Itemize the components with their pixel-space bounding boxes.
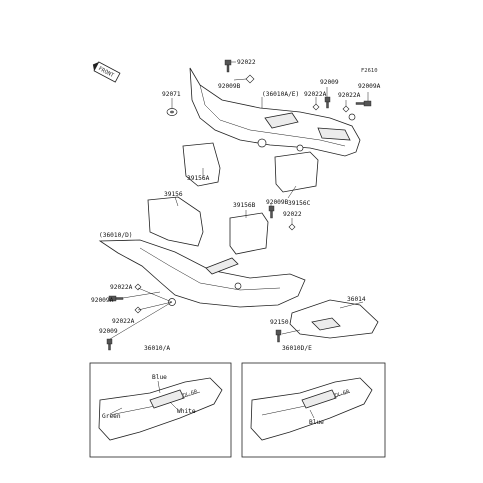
right-washer-a: [312, 103, 320, 111]
label-92150: 92150: [270, 319, 289, 326]
label-39156c: 39156C: [288, 200, 311, 207]
color-blue-left: Blue: [152, 374, 167, 381]
figure-code: F2610: [361, 68, 378, 74]
variant-box-left: ZX-6R Blue White Green: [89, 362, 232, 458]
label-92009-left: 92009: [99, 328, 118, 335]
right-bolt-b: [355, 100, 372, 107]
pad-39156a: [182, 142, 221, 187]
label-39156: 39156: [164, 191, 183, 198]
pad-39156c: [274, 151, 319, 193]
color-white-left: White: [177, 408, 196, 415]
part-labels: 92022 92009B (36010A/E) 92009 92022A 920…: [91, 59, 381, 352]
variant-box-right: ZX-6R Blue: [241, 362, 386, 458]
decal-left: ZX-6R: [181, 389, 199, 400]
mid-bolt: [268, 205, 275, 219]
pad-39156b: [229, 212, 269, 255]
label-39156a: 39156A: [187, 175, 210, 182]
top-bolt: [224, 59, 232, 73]
color-green-left: Green: [102, 413, 121, 420]
label-92009b-mid: 92009B: [266, 199, 289, 206]
label-92022a-left: 92022A: [110, 284, 133, 291]
mid-washer: [288, 223, 296, 231]
label-36010de: 36010D/E: [282, 345, 312, 352]
top-washer: [245, 74, 255, 84]
right-bolt-a: [324, 96, 331, 109]
right-washer-b: [342, 105, 350, 113]
label-36010ae: (36010A/E): [262, 91, 299, 98]
label-92009-right: 92009: [320, 79, 339, 86]
under-cover-36014: [289, 299, 379, 339]
label-92009a-right: 92009A: [358, 83, 381, 90]
label-39156b: 39156B: [233, 202, 256, 209]
label-92022-top: 92022: [237, 59, 256, 66]
front-badge: FRONT: [92, 61, 121, 83]
label-36010d: (36010/D): [99, 232, 133, 239]
label-92022a-left-2: 92022A: [112, 318, 135, 325]
pad-39156: [147, 196, 204, 247]
upper-seat-cowl: [189, 67, 361, 157]
label-92022a-right-2: 92022A: [338, 92, 361, 99]
lower-side-cover: [98, 239, 306, 308]
label-92009a-left: 92009A: [91, 297, 114, 304]
grommet-92071: [166, 108, 178, 116]
leader-lines: [109, 61, 369, 340]
label-36014: 36014: [347, 296, 366, 303]
left-bolt-a: [108, 295, 124, 302]
label-92022-mid: 92022: [283, 211, 302, 218]
label-92071: 92071: [162, 91, 181, 98]
under-cover-bolt: [275, 329, 282, 343]
label-92022a-right: 92022A: [304, 91, 327, 98]
label-36010a: 36010/A: [144, 345, 170, 352]
decal-right: ZX-6R: [333, 389, 351, 400]
color-blue-right: Blue: [309, 419, 324, 426]
left-bolt-b: [106, 338, 113, 351]
label-92009b-top: 92009B: [218, 83, 241, 90]
